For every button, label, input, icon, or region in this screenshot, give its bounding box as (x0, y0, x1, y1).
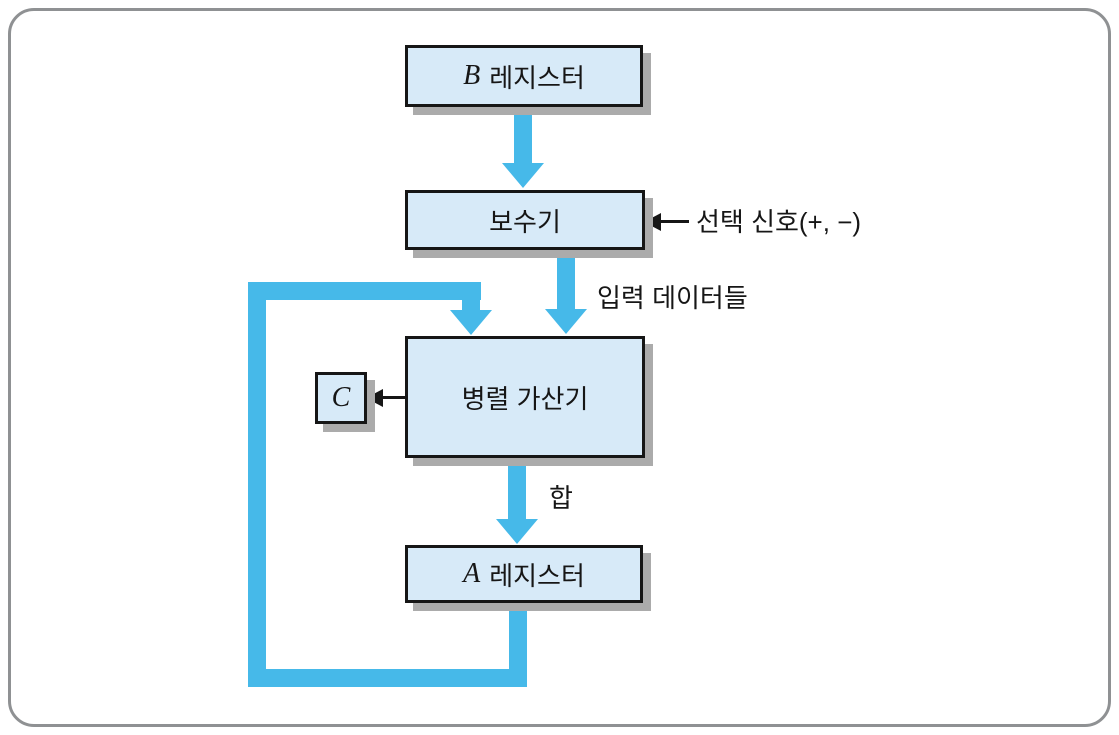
feedback-segment-left (248, 282, 266, 687)
arrow-complementer-to-adder-head-icon (545, 309, 587, 334)
b-register-letter: B (463, 60, 481, 91)
feedback-arrowhead-icon (450, 310, 492, 335)
diagram-frame (8, 8, 1111, 727)
feedback-segment-top (248, 282, 481, 300)
arrow-complementer-to-adder-shaft (557, 250, 575, 311)
b-register-label: 레지스터 (489, 62, 585, 93)
feedback-segment-bottom (248, 669, 527, 687)
box-complementer: 보수기 (405, 190, 645, 250)
box-a-register: A 레지스터 (405, 545, 643, 603)
sum-label: 합 (549, 483, 573, 513)
select-signal-label: 선택 신호(+, −) (696, 207, 862, 237)
feedback-segment-from-a-register (509, 600, 527, 687)
carry-arrow-line (374, 396, 406, 399)
arrow-b-to-complementer-head-icon (502, 163, 544, 188)
box-carry: C (315, 372, 367, 424)
a-register-label: 레지스터 (489, 560, 585, 591)
arrow-b-to-complementer-shaft (514, 107, 532, 165)
carry-letter: C (331, 382, 351, 413)
arrow-adder-to-a-register-head-icon (496, 519, 538, 544)
box-b-register: B 레지스터 (405, 45, 643, 107)
carry-arrowhead-icon (366, 389, 383, 407)
input-data-label: 입력 데이터들 (597, 283, 748, 313)
complementer-label: 보수기 (489, 206, 561, 237)
select-signal-arrowhead-icon (644, 213, 661, 231)
feedback-arrow-shaft (462, 300, 480, 312)
a-register-letter: A (463, 558, 481, 589)
arrow-adder-to-a-register-shaft (508, 458, 526, 521)
parallel-adder-label: 병렬 가산기 (461, 383, 589, 414)
select-signal-arrow-line (652, 220, 689, 223)
box-parallel-adder: 병렬 가산기 (405, 336, 645, 458)
